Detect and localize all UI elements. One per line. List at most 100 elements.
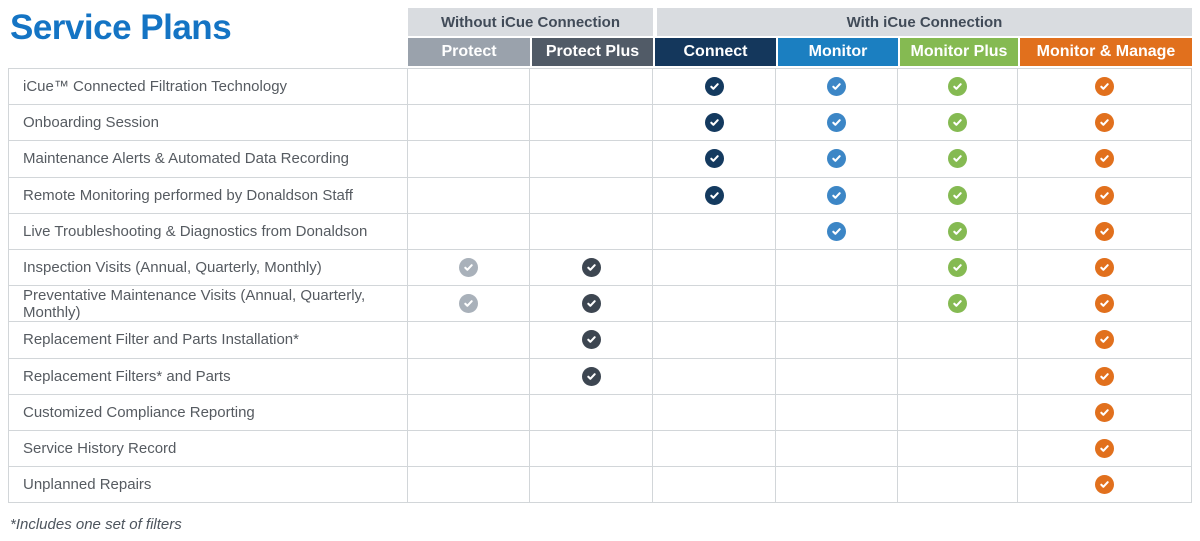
check-cell-protect-plus [530, 322, 653, 358]
check-cell-connect [653, 358, 776, 394]
check-circle-icon [459, 294, 478, 314]
check-cell-monitor-plus [898, 213, 1018, 249]
check-cell-connect [653, 467, 776, 503]
check-circle-icon [581, 366, 601, 386]
check-cell-monitor-plus [898, 141, 1018, 177]
check-circle-icon [827, 113, 846, 133]
table-row: Onboarding Session [9, 105, 1191, 142]
check-cell-protect [408, 69, 530, 105]
check-circle-icon [704, 185, 724, 205]
check-cell-monitor-plus [898, 430, 1018, 467]
check-cell-monitor-manage [1018, 69, 1191, 104]
column-header-protect: Protect [408, 38, 530, 66]
check-cell-monitor-plus [898, 177, 1018, 213]
check-cell-protect [408, 322, 530, 358]
check-cell-monitor [776, 105, 898, 141]
check-cell-monitor-plus [898, 105, 1018, 141]
check-cell-protect-plus [530, 286, 653, 322]
check-circle-icon [1095, 185, 1114, 205]
row-label: Unplanned Repairs [9, 467, 408, 503]
check-cell-monitor [776, 141, 898, 177]
check-cell-protect-plus [530, 467, 653, 503]
check-cell-protect-plus [530, 105, 653, 141]
check-circle-icon [1095, 366, 1114, 386]
check-circle-icon [1095, 402, 1114, 422]
check-circle-icon [1095, 221, 1114, 241]
check-cell-monitor [776, 213, 898, 249]
check-cell-protect [408, 177, 530, 213]
check-cell-monitor-plus [898, 394, 1018, 430]
table-row: iCue™ Connected Filtration Technology [9, 69, 1191, 106]
header-plan-row: Protect Protect Plus Connect Monitor Mon… [8, 38, 1192, 66]
check-circle-icon [704, 149, 724, 169]
check-cell-protect [408, 358, 530, 394]
check-cell-protect [408, 467, 530, 503]
row-label: Customized Compliance Reporting [9, 394, 408, 430]
check-circle-icon [827, 77, 846, 97]
check-circle-icon [948, 185, 967, 205]
check-circle-icon [1095, 330, 1114, 350]
check-cell-monitor-plus [898, 249, 1018, 286]
check-cell-monitor-plus [898, 286, 1018, 322]
check-cell-protect [408, 286, 530, 322]
check-cell-monitor [776, 358, 898, 394]
check-circle-icon [827, 221, 846, 241]
check-cell-monitor-plus [898, 467, 1018, 503]
check-circle-icon [948, 113, 967, 133]
check-cell-connect [653, 249, 776, 286]
row-label: Service History Record [9, 430, 408, 467]
check-cell-connect [653, 141, 776, 177]
check-circle-icon [1095, 258, 1114, 278]
check-cell-monitor [776, 286, 898, 322]
check-cell-monitor-manage [1018, 178, 1191, 213]
check-cell-monitor-manage [1018, 141, 1191, 176]
check-cell-monitor-plus [898, 358, 1018, 394]
check-circle-icon [704, 113, 724, 133]
table-row: Unplanned Repairs [9, 467, 1191, 504]
check-cell-connect [653, 105, 776, 141]
group-header-without-icue: Without iCue Connection [408, 8, 653, 36]
column-header-connect: Connect [655, 38, 776, 66]
page-title: Service Plans [10, 8, 232, 47]
check-circle-icon [948, 77, 967, 97]
table-row: Maintenance Alerts & Automated Data Reco… [9, 141, 1191, 178]
check-circle-icon [581, 258, 601, 278]
check-circle-icon [948, 149, 967, 169]
check-circle-icon [1095, 149, 1114, 169]
row-label: iCue™ Connected Filtration Technology [9, 69, 408, 105]
check-cell-protect-plus [530, 141, 653, 177]
check-cell-connect [653, 322, 776, 358]
check-cell-monitor [776, 430, 898, 467]
row-label: Maintenance Alerts & Automated Data Reco… [9, 141, 408, 177]
check-circle-icon [1095, 475, 1114, 495]
table-row: Remote Monitoring performed by Donaldson… [9, 177, 1191, 214]
check-cell-monitor-plus [898, 69, 1018, 105]
check-cell-connect [653, 394, 776, 430]
table-row: Replacement Filter and Parts Installatio… [9, 322, 1191, 359]
check-cell-monitor-manage [1018, 359, 1191, 394]
column-header-protect-plus: Protect Plus [532, 38, 653, 66]
row-label: Remote Monitoring performed by Donaldson… [9, 177, 408, 213]
check-cell-connect [653, 286, 776, 322]
check-cell-monitor [776, 177, 898, 213]
check-cell-protect [408, 249, 530, 286]
check-circle-icon [948, 258, 967, 278]
check-cell-connect [653, 69, 776, 105]
table-row: Inspection Visits (Annual, Quarterly, Mo… [9, 249, 1191, 287]
check-circle-icon [1095, 438, 1114, 458]
check-cell-monitor [776, 322, 898, 358]
check-circle-icon [1095, 77, 1114, 97]
table-row: Customized Compliance Reporting [9, 394, 1191, 431]
header-group-row: Without iCue Connection With iCue Connec… [8, 8, 1192, 36]
table-row: Service History Record [9, 430, 1191, 468]
check-cell-monitor [776, 467, 898, 503]
service-plans-table: Without iCue Connection With iCue Connec… [8, 8, 1192, 504]
check-cell-connect [653, 430, 776, 467]
row-label: Replacement Filter and Parts Installatio… [9, 322, 408, 358]
check-cell-protect [408, 394, 530, 430]
check-cell-protect-plus [530, 213, 653, 249]
check-circle-icon [581, 294, 601, 314]
check-circle-icon [948, 221, 967, 241]
